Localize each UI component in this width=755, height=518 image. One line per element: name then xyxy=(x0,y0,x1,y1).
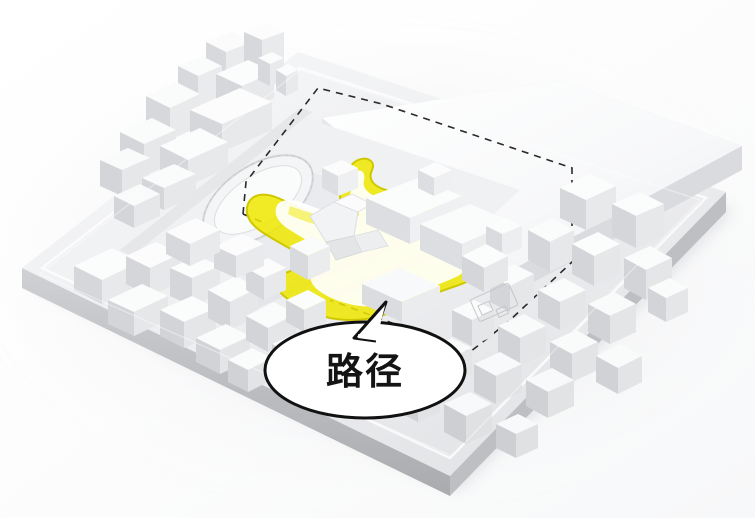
building-block xyxy=(648,278,688,322)
road-band-nw xyxy=(120,108,312,256)
building-block xyxy=(170,256,220,306)
building-block xyxy=(214,234,264,278)
building-block xyxy=(276,64,298,96)
callout-tail-outline xyxy=(352,301,388,343)
building-block xyxy=(588,292,636,344)
plaza-markers xyxy=(470,283,518,322)
building-block xyxy=(538,278,586,330)
building-block xyxy=(452,300,494,346)
building-block xyxy=(572,232,620,286)
building-block xyxy=(474,352,522,404)
building-block xyxy=(108,284,168,336)
callout-label: 路径 xyxy=(326,350,404,393)
building-bar-3 xyxy=(362,268,440,322)
building-block xyxy=(612,192,664,248)
building-block xyxy=(444,392,492,444)
building-block xyxy=(526,368,574,418)
building-block xyxy=(286,290,326,332)
building-block xyxy=(528,218,574,272)
cluster-southwest xyxy=(74,218,326,392)
building-tower-b xyxy=(418,162,452,196)
callout-tail-join xyxy=(357,334,381,341)
building-block xyxy=(560,174,616,230)
building-block xyxy=(166,218,220,266)
building-block xyxy=(196,324,250,374)
building-tower-a xyxy=(322,160,358,196)
building-tower-d xyxy=(290,236,330,280)
callout-bubble: 路径 xyxy=(263,300,467,420)
building-block xyxy=(496,414,538,458)
building-block xyxy=(462,244,508,292)
callout-ellipse xyxy=(263,320,467,420)
building-block xyxy=(208,276,258,330)
building-block xyxy=(596,344,642,394)
building-block xyxy=(246,258,286,300)
building-block xyxy=(160,296,216,348)
cluster-northwest xyxy=(100,24,298,228)
